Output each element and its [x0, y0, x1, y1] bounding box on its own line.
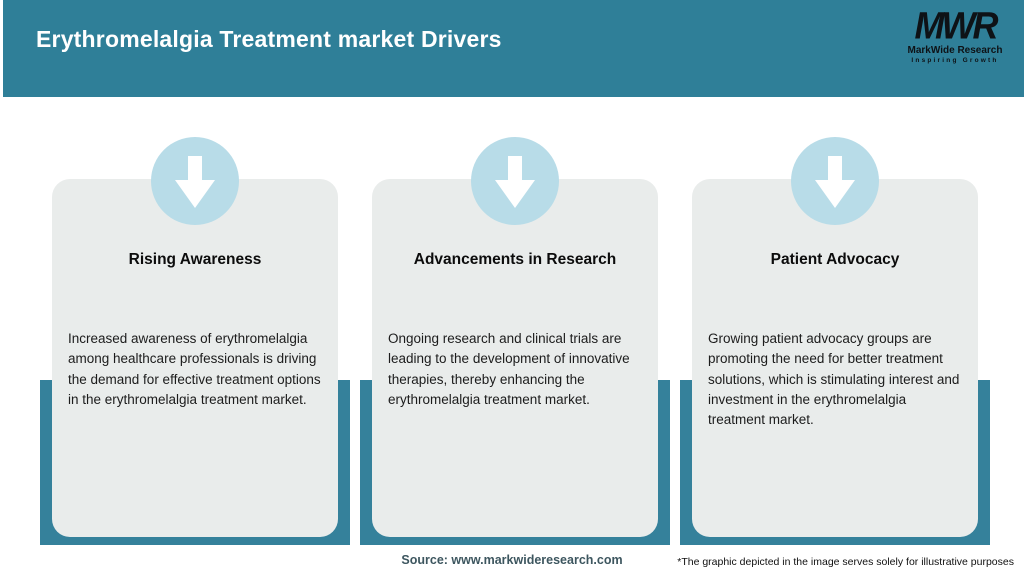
header-bar: Erythromelalgia Treatment market Drivers…	[3, 0, 1024, 97]
logo-tagline: Inspiring Growth	[911, 57, 999, 64]
logo-name: MarkWide Research	[907, 45, 1003, 56]
card-description: Increased awareness of erythromelalgia a…	[68, 331, 321, 407]
down-arrow-icon	[791, 137, 879, 225]
down-arrow-icon	[471, 137, 559, 225]
card-title: Rising Awareness	[128, 251, 262, 268]
down-arrow-icon	[151, 137, 239, 225]
source-text: Source: www.markwideresearch.com	[401, 553, 623, 567]
markwide-research-logo: MWR MarkWide Research Inspiring Growth	[900, 3, 1010, 64]
driver-card-rising-awareness: Rising Awareness Increased awareness of …	[52, 137, 338, 537]
disclaimer-text: *The graphic depicted in the image serve…	[677, 556, 1014, 568]
driver-card-patient-advocacy: Patient Advocacy Growing patient advocac…	[692, 137, 978, 537]
card-description: Growing patient advocacy groups are prom…	[708, 331, 960, 427]
page-title: Erythromelalgia Treatment market Drivers	[36, 26, 502, 52]
card-description: Ongoing research and clinical trials are…	[388, 331, 630, 407]
card-title: Patient Advocacy	[770, 251, 900, 268]
logo-acronym: MWR	[914, 3, 999, 47]
card-title: Advancements in Research	[413, 251, 617, 268]
driver-card-advancements-in-research: Advancements in Research Ongoing researc…	[372, 137, 658, 537]
